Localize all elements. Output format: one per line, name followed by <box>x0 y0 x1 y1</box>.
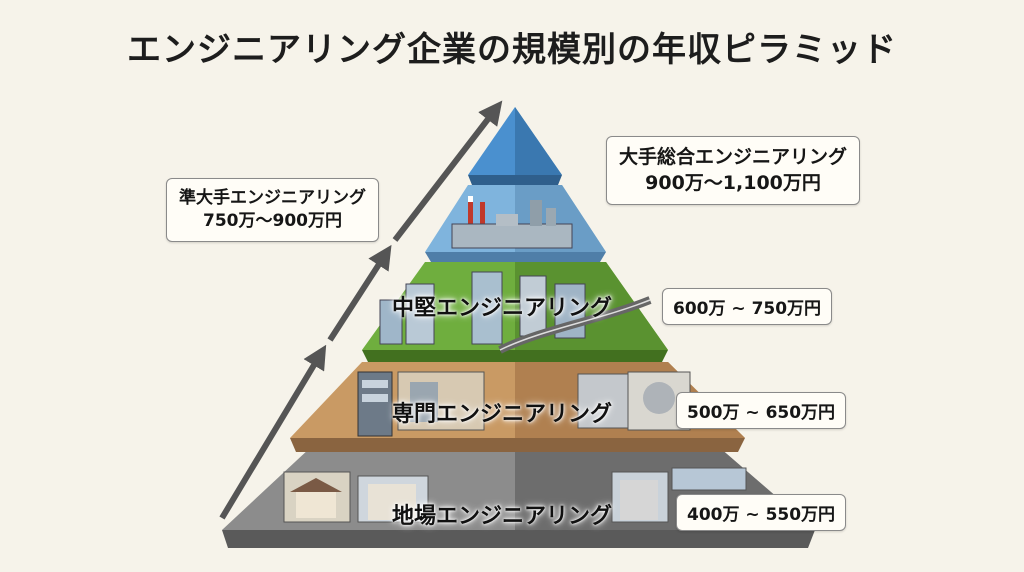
city-building-1 <box>379 299 403 345</box>
arrow-3 <box>392 100 503 242</box>
tier-specialist <box>290 362 745 452</box>
factory-block <box>451 223 573 249</box>
tower-1 <box>530 200 542 226</box>
tier-label-local: 地場エンジニアリング <box>392 504 613 529</box>
callout-local-salary: 400万 ~ 550万円 <box>676 494 847 531</box>
callout-top: 大手総合エンジニアリング 900万〜1,100万円 <box>606 136 861 206</box>
tier-top <box>468 107 562 185</box>
chimney-2 <box>480 202 485 226</box>
tier-label-middle: 中堅エンジニアリング <box>392 296 613 321</box>
tier-label-specialist: 専門エンジニアリング <box>392 402 613 427</box>
page-title: エンジニアリング企業の規模別の年収ピラミッド <box>127 30 897 70</box>
tier-local <box>222 448 815 548</box>
callout-top-salary: 900万〜1,100万円 <box>645 171 821 194</box>
tank <box>496 214 518 226</box>
arrow-2 <box>327 244 392 342</box>
callout-second: 準大手エンジニアリング 750万〜900万円 <box>166 178 379 242</box>
city-building-2 <box>405 283 435 345</box>
building-image-far-right <box>671 467 747 491</box>
chimney-1 <box>468 196 473 226</box>
callout-second-name: 準大手エンジニアリング <box>179 188 366 208</box>
tier-second <box>425 185 606 262</box>
callout-middle-salary: 600万 ~ 750万円 <box>662 288 833 325</box>
city-building-3 <box>471 271 503 345</box>
callout-specialist-salary: 500万 ~ 650万円 <box>676 392 847 429</box>
tier-middle <box>362 262 668 362</box>
tower-2 <box>546 208 556 226</box>
callout-top-name: 大手総合エンジニアリング <box>619 146 848 168</box>
growth-arrows <box>219 100 503 520</box>
arrow-1 <box>219 344 327 520</box>
city-building-4 <box>519 275 547 337</box>
callout-second-salary: 750万〜900万円 <box>203 210 342 231</box>
